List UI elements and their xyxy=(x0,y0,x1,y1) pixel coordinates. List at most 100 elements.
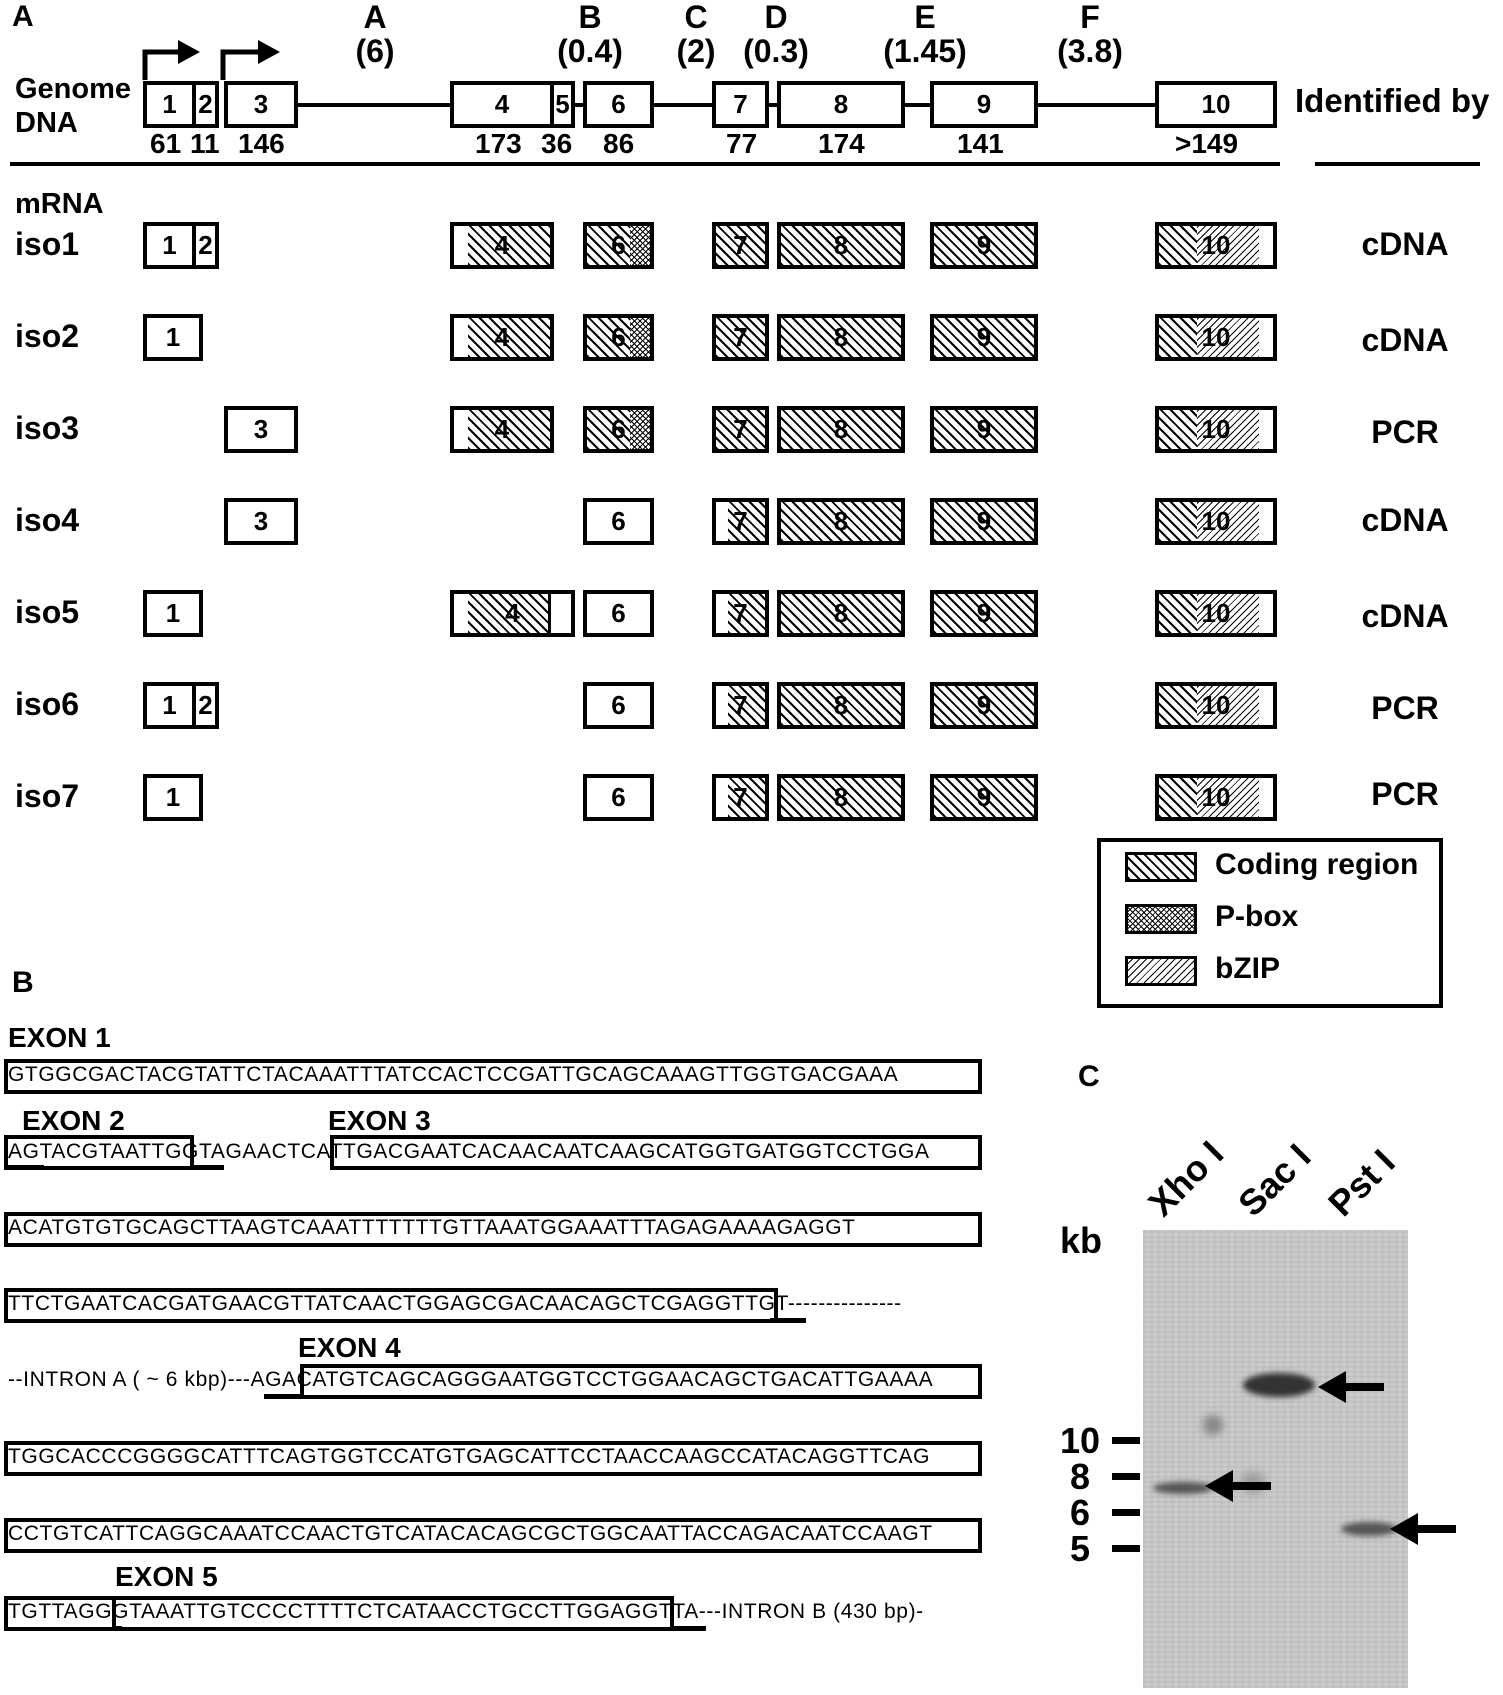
iso4-exon-8: 8 xyxy=(777,498,905,545)
legend-bzip-label: bZIP xyxy=(1215,952,1280,985)
iso2-exon-9: 9 xyxy=(930,314,1038,361)
divider-line xyxy=(10,162,1280,166)
genome-label-line2: DNA xyxy=(15,107,78,139)
gel-band-pst xyxy=(1341,1522,1397,1536)
marker-tick xyxy=(1112,1545,1140,1552)
splice-underline xyxy=(670,1626,706,1631)
intron-size: (0.4) xyxy=(557,33,623,69)
iso7-exon-8: 8 xyxy=(777,774,905,821)
gel-band-xho xyxy=(1153,1482,1213,1494)
exon-2-length: 11 xyxy=(190,128,220,159)
iso6-label: iso6 xyxy=(15,686,80,722)
tss-arrow-icon xyxy=(220,40,280,80)
intron-letter: A xyxy=(363,0,387,35)
genome-exon-8: 8 xyxy=(777,81,905,128)
enzyme-sac-label: Sac I xyxy=(1230,1135,1319,1224)
iso7-exon-6: 6 xyxy=(583,774,654,821)
exon1-box xyxy=(4,1059,982,1094)
exon-3-length: 146 xyxy=(238,128,285,159)
seq-line-4: TTCTGAATCACGATGAACGTTATCAACTGGAGCGACAACA… xyxy=(8,1292,902,1315)
gel-smear xyxy=(1203,1415,1223,1435)
intron-size: (2) xyxy=(676,33,716,69)
panel-b-label: B xyxy=(12,966,34,999)
iso3-exon-4: 4 xyxy=(450,406,554,453)
iso1-exon-10: 10 xyxy=(1155,222,1277,269)
iso7-label: iso7 xyxy=(15,778,80,814)
splice-underline xyxy=(264,1394,304,1399)
intron-letter: D xyxy=(764,0,788,35)
iso6-exon-2: 2 xyxy=(192,682,219,729)
iso4-exon-7: 7 xyxy=(712,498,769,545)
exon-10-length: >149 xyxy=(1175,128,1239,159)
genome-exon-3: 3 xyxy=(224,81,298,128)
iso6-exon-6: 6 xyxy=(583,682,654,729)
mrna-label: mRNA xyxy=(15,188,104,220)
exon-9-length: 141 xyxy=(957,128,1004,159)
iso4-exon-3: 3 xyxy=(224,498,298,545)
iso2-exon-1: 1 xyxy=(143,314,203,361)
enzyme-xho-label: Xho I xyxy=(1140,1132,1232,1224)
kb-unit-label: kb xyxy=(1060,1220,1103,1261)
exon3-box-cont xyxy=(4,1212,982,1247)
iso4-exon-9: 9 xyxy=(930,498,1038,545)
divider-line-right xyxy=(1315,162,1480,166)
exon3-box-end xyxy=(4,1288,778,1323)
marker-8-label: 8 xyxy=(1070,1456,1091,1497)
intron-d-header: D (0.3) xyxy=(736,0,816,68)
legend-swatch-coding xyxy=(1125,852,1197,882)
iso3-exon-7: 7 xyxy=(712,406,769,453)
legend-coding-label: Coding region xyxy=(1215,848,1419,881)
seq-line-2: AGTACGTAATTGGTAGAACTCATTGACGAATCACAACAAT… xyxy=(8,1140,930,1163)
exon4-box xyxy=(300,1364,982,1399)
tss-arrows xyxy=(142,40,280,80)
iso6-exon-8: 8 xyxy=(777,682,905,729)
splice-underline xyxy=(190,1165,224,1170)
genome-exon-10: 10 xyxy=(1155,81,1277,128)
seq-line-6: TGGCACCCGGGGCATTTCAGTGGTCCATGTGAGCATTCCT… xyxy=(8,1445,931,1468)
iso5-exon-10: 10 xyxy=(1155,590,1277,637)
iso6-exon-7: 7 xyxy=(712,682,769,729)
intron-letter: E xyxy=(914,0,936,35)
gel-image xyxy=(1143,1230,1408,1688)
iso7-exon-1: 1 xyxy=(143,774,203,821)
iso1-label: iso1 xyxy=(15,226,80,262)
intron-a-header: A (6) xyxy=(335,0,415,68)
iso4-exon-6: 6 xyxy=(583,498,654,545)
iso5-exon-4: 4 xyxy=(450,590,575,637)
marker-10-label: 10 xyxy=(1060,1420,1101,1461)
exon5-label: EXON 5 xyxy=(115,1561,218,1592)
intron-letter: B xyxy=(578,0,602,35)
iso3-exon-9: 9 xyxy=(930,406,1038,453)
iso6-method: PCR xyxy=(1371,690,1439,726)
enzyme-pst-label: Pst I xyxy=(1320,1141,1403,1224)
genome-exon-1: 1 xyxy=(143,81,196,128)
intron-size: (6) xyxy=(355,33,395,69)
iso4-exon-10: 10 xyxy=(1155,498,1277,545)
gel-band-sac xyxy=(1243,1373,1315,1397)
iso5-exon-9: 9 xyxy=(930,590,1038,637)
tss-arrow-icon xyxy=(142,40,200,80)
legend-swatch-pbox xyxy=(1125,904,1197,934)
seq-line-7: CCTGTCATTCAGGCAAATCCAACTGTCATACACAGCGCTG… xyxy=(8,1522,933,1545)
seq-line-5: --INTRON A ( ~ 6 kbp)---AGACATGTCAGCAGGG… xyxy=(8,1368,934,1391)
genome-label-line1: Genome xyxy=(15,73,132,105)
genome-dna-label: Genome DNA xyxy=(15,72,131,140)
legend-pbox-label: P-box xyxy=(1215,900,1299,933)
exon-1-length: 61 xyxy=(150,128,182,159)
iso1-exon-4: 4 xyxy=(450,222,554,269)
iso5-exon-7: 7 xyxy=(712,590,769,637)
exon-6-length: 86 xyxy=(603,128,635,159)
iso2-exon-6: 6 xyxy=(583,314,654,361)
genome-exon-4: 4 xyxy=(450,81,554,128)
iso7-exon-10: 10 xyxy=(1155,774,1277,821)
iso1-exon-2: 2 xyxy=(192,222,219,269)
arrow-left-icon xyxy=(1390,1513,1456,1545)
intron-size: (3.8) xyxy=(1057,33,1123,69)
exon-8-length: 174 xyxy=(818,128,865,159)
splice-underline xyxy=(4,1165,44,1170)
intron-c-header: C (2) xyxy=(656,0,736,68)
exon4-box-end xyxy=(4,1518,982,1553)
exon4-label: EXON 4 xyxy=(298,1332,401,1363)
iso3-exon-6: 6 xyxy=(583,406,654,453)
exon5-box xyxy=(112,1596,674,1631)
